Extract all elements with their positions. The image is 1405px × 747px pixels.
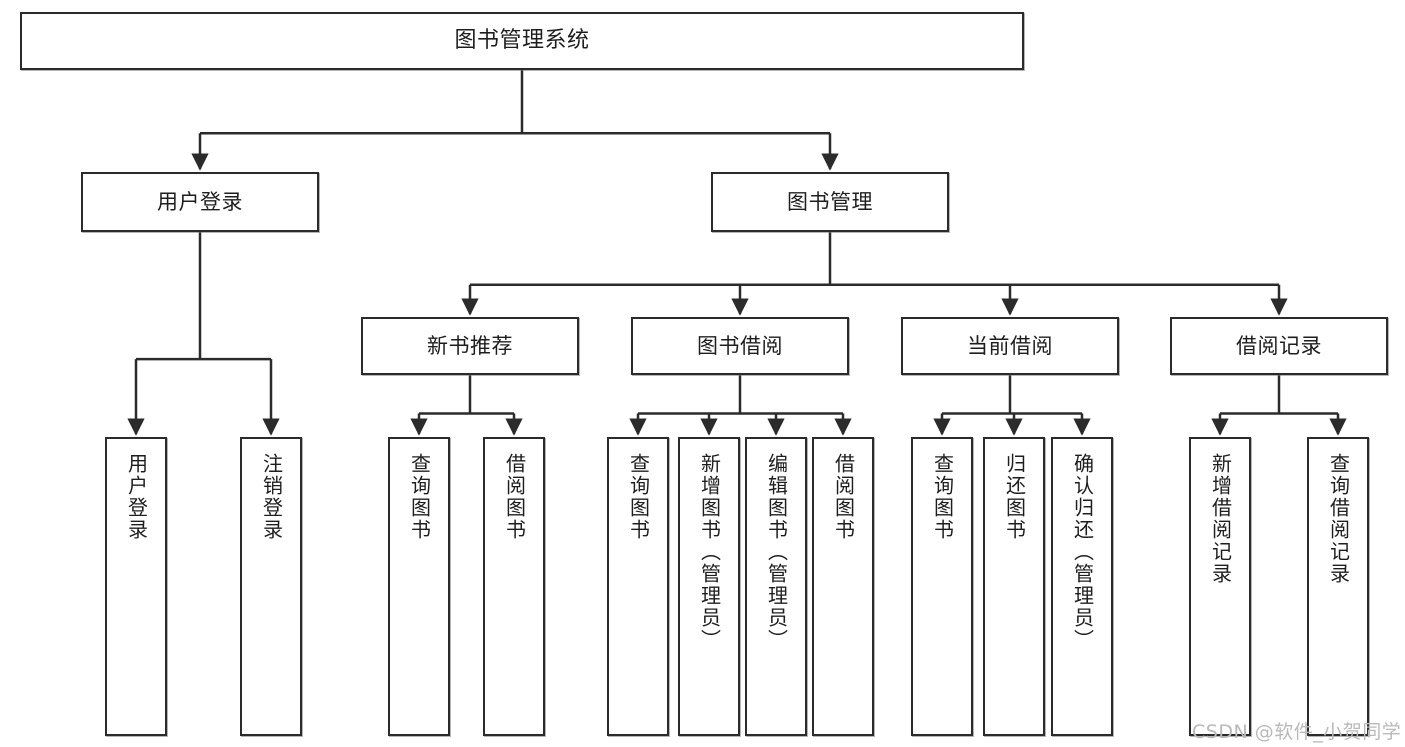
node-label: 注销登录 — [259, 453, 284, 541]
node-label: 借阅图书 — [831, 453, 856, 541]
watermark: CSDN @软件_小贺同学 — [1192, 721, 1402, 743]
node-l4[interactable]: 借阅图书 — [483, 437, 545, 736]
node-label: 借阅图书 — [502, 453, 527, 541]
node-l5[interactable]: 查询图书 — [607, 437, 669, 736]
node-label: 图书管理 — [787, 189, 873, 214]
node-bookmgmt[interactable]: 图书管理 — [711, 172, 949, 232]
node-label: 借阅记录 — [1236, 333, 1322, 358]
node-label: 图书借阅 — [697, 333, 783, 358]
node-root[interactable]: 图书管理系统 — [20, 12, 1024, 70]
node-label: 新增借阅记录 — [1208, 453, 1233, 585]
node-l2[interactable]: 注销登录 — [240, 437, 302, 736]
node-l8[interactable]: 借阅图书 — [812, 437, 874, 736]
node-l12[interactable]: 新增借阅记录 — [1189, 437, 1251, 736]
node-l3[interactable]: 查询图书 — [388, 437, 450, 736]
node-label: 新书推荐 — [427, 333, 513, 358]
node-label: 查询图书 — [407, 453, 432, 541]
node-records[interactable]: 借阅记录 — [1170, 317, 1388, 375]
node-l11[interactable]: 确认归还（管理员） — [1051, 437, 1113, 736]
node-label: 查询借阅记录 — [1326, 453, 1351, 585]
node-label: 当前借阅 — [967, 333, 1053, 358]
node-label: 编辑图书（管理员） — [764, 453, 789, 651]
node-l7[interactable]: 编辑图书（管理员） — [745, 437, 807, 736]
node-label: 图书管理系统 — [454, 28, 590, 54]
node-label: 归还图书 — [1002, 453, 1027, 541]
node-l10[interactable]: 归还图书 — [983, 437, 1045, 736]
node-current[interactable]: 当前借阅 — [901, 317, 1119, 375]
node-l1[interactable]: 用户登录 — [105, 437, 167, 736]
node-newbook[interactable]: 新书推荐 — [361, 317, 579, 375]
node-label: 查询图书 — [626, 453, 651, 541]
node-l6[interactable]: 新增图书（管理员） — [678, 437, 740, 736]
node-label: 确认归还（管理员） — [1070, 453, 1095, 651]
node-l9[interactable]: 查询图书 — [911, 437, 973, 736]
node-label: 查询图书 — [930, 453, 955, 541]
node-label: 新增图书（管理员） — [697, 453, 722, 651]
node-borrow[interactable]: 图书借阅 — [631, 317, 849, 375]
node-l13[interactable]: 查询借阅记录 — [1307, 437, 1369, 736]
node-label: 用户登录 — [124, 453, 149, 541]
node-login[interactable]: 用户登录 — [81, 172, 319, 232]
node-label: 用户登录 — [157, 189, 243, 214]
